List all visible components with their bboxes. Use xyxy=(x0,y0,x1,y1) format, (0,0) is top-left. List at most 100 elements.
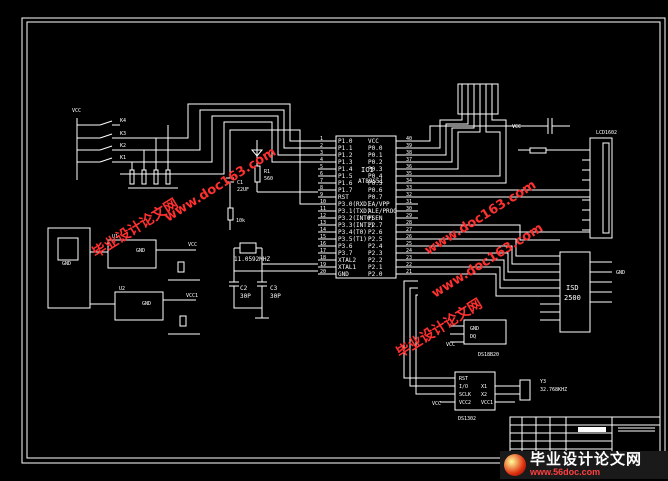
svg-text:11.0592MHZ: 11.0592MHZ xyxy=(234,256,271,263)
mcu-pin-label: ALE/PROG xyxy=(368,208,397,215)
svg-text:RST: RST xyxy=(459,376,468,382)
mcu-pin-number: 6 xyxy=(320,171,323,177)
regulator-u2 xyxy=(114,291,164,321)
mcu-pin-label: VCC xyxy=(368,138,379,145)
svg-text:DS1302: DS1302 xyxy=(458,416,476,422)
svg-text:ISD: ISD xyxy=(566,284,579,292)
svg-text:SCLK: SCLK xyxy=(459,392,471,398)
crystal-y3 xyxy=(519,379,531,401)
svg-text:R1: R1 xyxy=(264,169,270,175)
svg-text:30P: 30P xyxy=(270,293,281,300)
mcu-pin-label: P1.1 xyxy=(338,145,353,152)
mcu-pin-number: 3 xyxy=(320,150,323,156)
ds18b20: GND DQ DS18B20 VCC xyxy=(446,319,507,358)
svg-text:GND: GND xyxy=(142,301,151,307)
mcu-pin-number: 37 xyxy=(406,157,412,163)
svg-text:K2: K2 xyxy=(120,143,126,149)
svg-text:VCC: VCC xyxy=(188,242,197,248)
mcu-pin-number: 4 xyxy=(320,157,323,163)
drawing-frame xyxy=(21,17,666,464)
svg-text:2500: 2500 xyxy=(564,294,581,302)
mcu-pin-number: 21 xyxy=(406,269,412,275)
mcu-pin-number: 26 xyxy=(406,234,412,240)
mcu-pin-number: 18 xyxy=(320,255,326,261)
mcu-pin-number: 20 xyxy=(320,269,326,275)
mcu-pin-number: 2 xyxy=(320,143,323,149)
mcu-pin-label: P1.5 xyxy=(338,173,353,180)
svg-text:GND: GND xyxy=(616,270,625,276)
mcu-pin-label: P2.1 xyxy=(368,264,383,271)
mcu-pin-label: P1.4 xyxy=(338,166,353,173)
reset-circuit: C1 22UF 10k R1 560 xyxy=(226,129,318,230)
svg-text:VCC: VCC xyxy=(432,401,441,407)
mcu-pin-number: 17 xyxy=(320,248,326,254)
mcu-pin-label: P1.7 xyxy=(338,187,353,194)
svg-text:I/O: I/O xyxy=(459,384,468,390)
mcu-pin-label: P3.0(RXD) xyxy=(338,201,371,208)
mcu-pin-label: P0.1 xyxy=(368,152,383,159)
ds1302: RST I/O SCLK X1 X2 VCC2 VCC1 DS1302 VCC … xyxy=(403,280,567,422)
svg-text:VCC: VCC xyxy=(72,108,81,114)
mcu-pin-number: 29 xyxy=(406,213,412,219)
mcu-pin-number: 38 xyxy=(406,150,412,156)
mcu-pin-number: 33 xyxy=(406,185,412,191)
crystal-circuit: 11.0592MHZ C2 30P C3 30P xyxy=(229,242,318,319)
mcu-pin-label: P0.6 xyxy=(368,187,383,194)
site-banner: 毕业设计论文网 www.56doc.com xyxy=(500,451,668,479)
mcu-pin-label: P1.0 xyxy=(338,138,353,145)
mcu-pin-number: 39 xyxy=(406,143,412,149)
mcu-pin-number: 8 xyxy=(320,185,323,191)
mcu-pin-label: P0.0 xyxy=(368,145,383,152)
mcu-pin-number: 34 xyxy=(406,178,412,184)
mcu-pin-label: P3.7 xyxy=(338,250,353,257)
mcu-pin-label: P1.3 xyxy=(338,159,353,166)
mcu-pin-label: P3.6 xyxy=(338,243,353,250)
svg-text:VCC: VCC xyxy=(512,124,521,130)
mcu-pin-label: GND xyxy=(338,271,349,278)
mcu-pin-number: 27 xyxy=(406,227,412,233)
mcu-pin-number: 7 xyxy=(320,178,323,184)
key-k3: K3 xyxy=(77,131,126,139)
mcu-pin-label: P2.6 xyxy=(368,229,383,236)
mcu-pin-number: 16 xyxy=(320,241,326,247)
mcu-pin-label: XTAL2 xyxy=(338,257,356,264)
mcu-pin-number: 22 xyxy=(406,262,412,268)
svg-text:U2: U2 xyxy=(119,286,125,292)
mcu-pin-label: P2.7 xyxy=(368,222,383,229)
svg-text:VCC1: VCC1 xyxy=(481,400,493,406)
banner-url[interactable]: www.56doc.com xyxy=(530,467,601,478)
mcu-pin-number: 24 xyxy=(406,248,412,254)
svg-text:www.doc163.com: www.doc163.com xyxy=(162,145,279,226)
key-k1: K1 xyxy=(77,155,126,163)
mcu-pin-label: P1.2 xyxy=(338,152,353,159)
mcu-pin-label: P0.5 xyxy=(368,180,383,187)
mcu-pin-label: RST xyxy=(338,194,349,201)
mcu-pin-number: 12 xyxy=(320,213,326,219)
mcu-pin-number: 11 xyxy=(320,206,326,212)
mcu-ic1 xyxy=(335,135,397,279)
svg-text:K1: K1 xyxy=(120,155,126,161)
mcu-pin-number: 9 xyxy=(320,192,323,198)
mcu-pin-number: 13 xyxy=(320,220,326,226)
mcu-pin-label: P3.3(INT1) xyxy=(338,222,374,229)
svg-text:X2: X2 xyxy=(481,392,487,398)
svg-text:X1: X1 xyxy=(481,384,487,390)
mcu-pin-label: P2.4 xyxy=(368,243,383,250)
svg-text:10k: 10k xyxy=(236,218,245,224)
isd2500: ISD 2500 GND xyxy=(540,251,625,333)
key-k4: K4 xyxy=(77,118,126,126)
mcu-pin-number: 10 xyxy=(320,199,326,205)
mcu-pin-number: 31 xyxy=(406,199,412,205)
svg-text:VCC1: VCC1 xyxy=(186,293,198,299)
mcu-pin-label: XTAL1 xyxy=(338,264,356,271)
site-logo-icon xyxy=(504,454,526,476)
title-block xyxy=(509,416,661,459)
svg-text:DS18B20: DS18B20 xyxy=(478,352,499,358)
svg-text:VCC2: VCC2 xyxy=(459,400,471,406)
svg-text:VCC: VCC xyxy=(446,342,455,348)
mcu-pin-number: 32 xyxy=(406,192,412,198)
regulator-u1 xyxy=(107,239,157,269)
drawing-border xyxy=(26,21,661,459)
svg-text:32.768KHZ: 32.768KHZ xyxy=(540,387,567,393)
mcu-pin-label: P3.5(T1) xyxy=(338,236,367,243)
